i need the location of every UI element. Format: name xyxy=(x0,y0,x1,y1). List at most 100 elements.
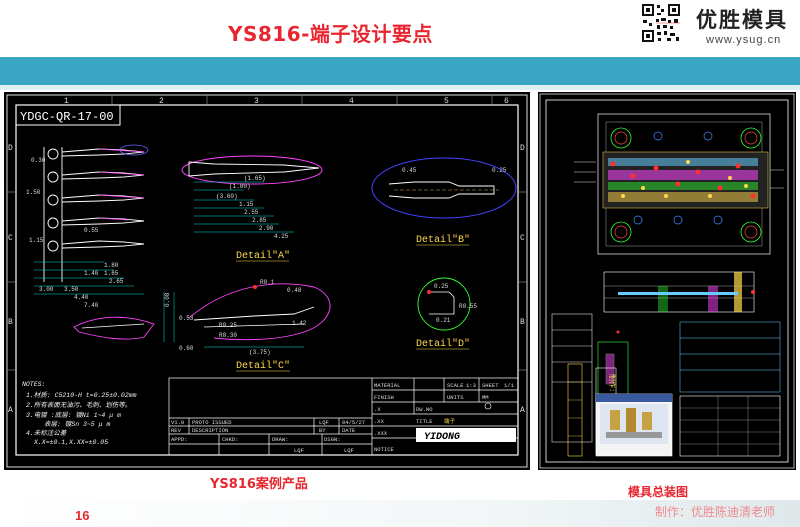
tb-tol-x: .X xyxy=(374,406,381,413)
tb-draw-val: LQF xyxy=(294,447,304,454)
dim-label: 3.50 xyxy=(64,286,79,293)
tb-appd: APPD: xyxy=(171,436,188,443)
tb-dwgno: DW.NO xyxy=(416,406,433,413)
header-band-shadow xyxy=(0,85,800,90)
grid-col-5: 5 xyxy=(444,97,449,106)
tb-desc-hdr: DESCRIPTION xyxy=(192,427,228,434)
grid-row-c-right: C xyxy=(520,234,525,243)
dim-label: 4.25 xyxy=(274,233,289,240)
dim-label: 2.65 xyxy=(109,278,124,285)
dim-label: 0.53 xyxy=(179,315,194,322)
tb-rev: V1.0 xyxy=(171,419,184,426)
tb-draw: DRAW: xyxy=(272,436,289,443)
side-view-terminal: 0.08 xyxy=(73,292,175,342)
tb-units: UNITS xyxy=(447,394,464,401)
brand-name: 优胜模具 xyxy=(696,8,788,32)
tb-scale-val: 1:3 xyxy=(466,382,476,389)
detail-c-view: R0.25 R0.30 0.53 0.60 (3.75) 1.42 R0.1 0… xyxy=(179,279,331,372)
tb-rev-desc: PROTO ISSUED xyxy=(192,419,232,426)
notes-title: NOTES: xyxy=(22,381,45,388)
progressive-stations xyxy=(608,158,758,202)
dim-label: 0.08 xyxy=(164,292,171,307)
tb-sheet-val: 1/1 xyxy=(504,382,515,389)
dim-label: 0.21 xyxy=(436,317,451,324)
dim-label: 0.45 xyxy=(402,167,417,174)
dim-label: 1.40 xyxy=(84,270,99,277)
dim-label: 1.42 xyxy=(292,320,307,327)
grid-row-d-right: D xyxy=(520,144,525,153)
grid-row-b-right: B xyxy=(520,318,525,327)
tb-by-hdr: BY xyxy=(319,427,326,434)
dim-label: 7.40 xyxy=(84,302,99,309)
dim-label: R0.55 xyxy=(459,303,477,310)
tb-rev-by: LQF xyxy=(319,419,329,426)
tb-title-val: 端子 xyxy=(444,417,456,425)
product-photo-inset xyxy=(595,393,673,457)
dim-label: 3.00 xyxy=(39,286,54,293)
mold-caption: 模具总装图 xyxy=(628,485,689,499)
tb-tol-xx: .XX xyxy=(374,418,385,425)
dim-label: 1.15 xyxy=(239,201,254,208)
tb-tol-xxx: .XXX xyxy=(374,430,388,437)
tb-sheet: SHEET xyxy=(482,382,499,389)
dim-label: (1.65) xyxy=(244,175,266,182)
dim-label: 0.48 xyxy=(287,287,302,294)
tb-units-val: MM xyxy=(482,394,489,401)
note-line: 1.材质: C5210-H t=0.25±0.02mm xyxy=(26,391,137,399)
dim-label: 1.50 xyxy=(26,189,41,196)
tb-date-hdr: DATE xyxy=(342,427,356,434)
grid-col-6: 6 xyxy=(504,97,509,106)
tb-chkd: CHKD: xyxy=(222,436,239,443)
slide-title: YS816-端子设计要点 xyxy=(228,22,433,46)
grid-row-d: D xyxy=(8,144,13,153)
note-line: 3.电镀 :底层: 镀Ni 1~4 μ m xyxy=(26,411,121,419)
note-line: X.X=±0.1,X.XX=±0.05 xyxy=(33,439,108,446)
detail-a-label: Detail"A" xyxy=(236,250,290,262)
dim-label: 1.15 xyxy=(29,237,44,244)
dim-label: R0.25 xyxy=(219,322,237,329)
detail-c-label: Detail"C" xyxy=(236,360,290,372)
grid-col-2: 2 xyxy=(159,97,164,106)
grid-col-4: 4 xyxy=(349,97,354,106)
dim-label: 2.90 xyxy=(259,225,274,232)
dim-label: (3.75) xyxy=(249,349,271,356)
terminal-row-5 xyxy=(47,240,145,252)
terminal-drawing-panel: 1 2 3 4 5 6 D C B A D C B A YDGC-QR-17-0… xyxy=(4,92,530,470)
projection-symbol xyxy=(484,402,492,410)
title-block xyxy=(168,377,519,456)
detail-d-label: Detail"D" xyxy=(416,338,470,350)
front-section-view xyxy=(603,271,755,313)
mold-assembly-panel: 制作: 优胜陈迪清老师 xyxy=(538,92,796,470)
brand-url: www.ysug.cn xyxy=(706,34,782,46)
terminal-drawing: 1 2 3 4 5 6 D C B A D C B A YDGC-QR-17-0… xyxy=(6,94,528,468)
footer-author: 制作：优胜陈迪清老师 xyxy=(655,505,776,519)
page-number: 16 xyxy=(75,508,90,523)
grid-row-c: C xyxy=(8,234,13,243)
note-line: 表层: 镀Sn 3~5 μ m xyxy=(44,420,110,428)
dim-label: 0.60 xyxy=(179,345,194,352)
tb-notice: NOTICE xyxy=(374,446,395,453)
company-logo-text: YIDONG xyxy=(424,432,460,443)
grid-row-b: B xyxy=(8,318,13,327)
dim-label: 0.30 xyxy=(31,157,46,164)
header-band xyxy=(0,57,800,85)
tb-rev-hdr: REV xyxy=(171,427,182,434)
tb-title: TITLE xyxy=(416,418,433,425)
footer-band xyxy=(0,500,800,527)
dim-label: 0.55 xyxy=(84,227,99,234)
grid-col-1: 1 xyxy=(64,97,69,106)
top-view-plate xyxy=(574,113,784,255)
dim-label: 0.25 xyxy=(434,283,449,290)
note-line: 4.未标注公差 xyxy=(26,429,68,437)
dim-label: 0.25 xyxy=(492,167,507,174)
dim-label: (1.80) xyxy=(229,183,251,190)
grid-row-a: A xyxy=(8,406,13,415)
dim-label: 4.40 xyxy=(74,294,89,301)
dim-label: R0.1 xyxy=(260,279,275,286)
note-line: 2.所有表面无油污、毛刺、划伤等。 xyxy=(26,401,131,409)
mold-assembly-drawing: 制作: 优胜陈迪清老师 xyxy=(539,93,795,469)
dim-label: R0.30 xyxy=(219,332,237,339)
qr-code-icon xyxy=(641,3,681,43)
